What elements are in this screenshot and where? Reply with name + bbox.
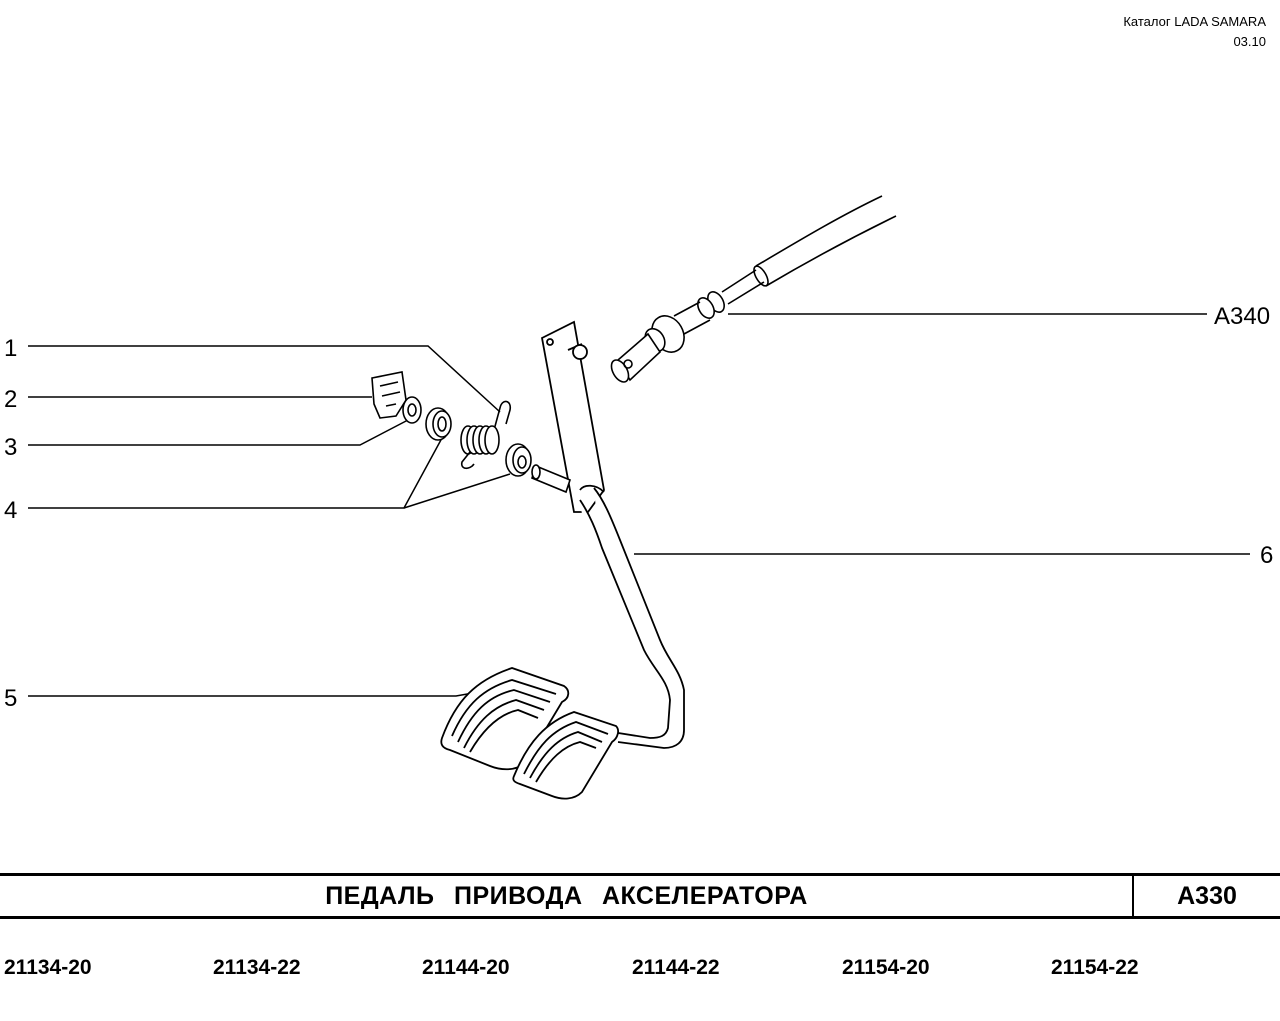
model-list: 21134-20 21134-22 21144-20 21144-22 2115… — [0, 956, 1280, 986]
callout-ref: A340 — [1214, 303, 1270, 330]
pedal-pad — [440, 667, 619, 800]
leader-line-4b — [403, 473, 511, 509]
model-code: 21154-22 — [1051, 956, 1139, 979]
leader-lines — [28, 313, 1250, 697]
callout-3: 3 — [4, 434, 17, 461]
leader-line-5 — [28, 689, 491, 697]
diagram-code: A330 — [1177, 881, 1237, 910]
title-separator — [1132, 876, 1134, 916]
model-code: 21144-20 — [422, 956, 510, 979]
leader-line-1 — [28, 345, 501, 413]
pivot-pin — [531, 464, 571, 494]
model-code: 21144-22 — [632, 956, 720, 979]
leader-line-3 — [28, 419, 409, 446]
callout-4: 4 — [4, 497, 17, 524]
leader-line-4 — [28, 437, 443, 509]
callout-6: 6 — [1260, 542, 1273, 569]
pedal-lever — [540, 320, 685, 749]
catalog-name: Каталог LADA SAMARA — [1123, 14, 1266, 29]
model-code: 21154-20 — [842, 956, 930, 979]
return-spring — [460, 400, 512, 470]
catalog-date: 03.10 — [1233, 34, 1266, 49]
model-code: 21134-20 — [4, 956, 92, 979]
model-code: 21134-22 — [213, 956, 301, 979]
bushings — [402, 396, 532, 477]
callout-5: 5 — [4, 685, 17, 712]
callout-2: 2 — [4, 386, 17, 413]
diagram-title: ПЕДАЛЬ ПРИВОДА АКСЕЛЕРАТОРА — [325, 881, 808, 910]
callout-1: 1 — [4, 335, 17, 362]
throttle-cable — [610, 195, 897, 383]
retaining-clip — [371, 371, 407, 419]
title-bar: ПЕДАЛЬ ПРИВОДА АКСЕЛЕРАТОРА A330 — [0, 873, 1280, 919]
